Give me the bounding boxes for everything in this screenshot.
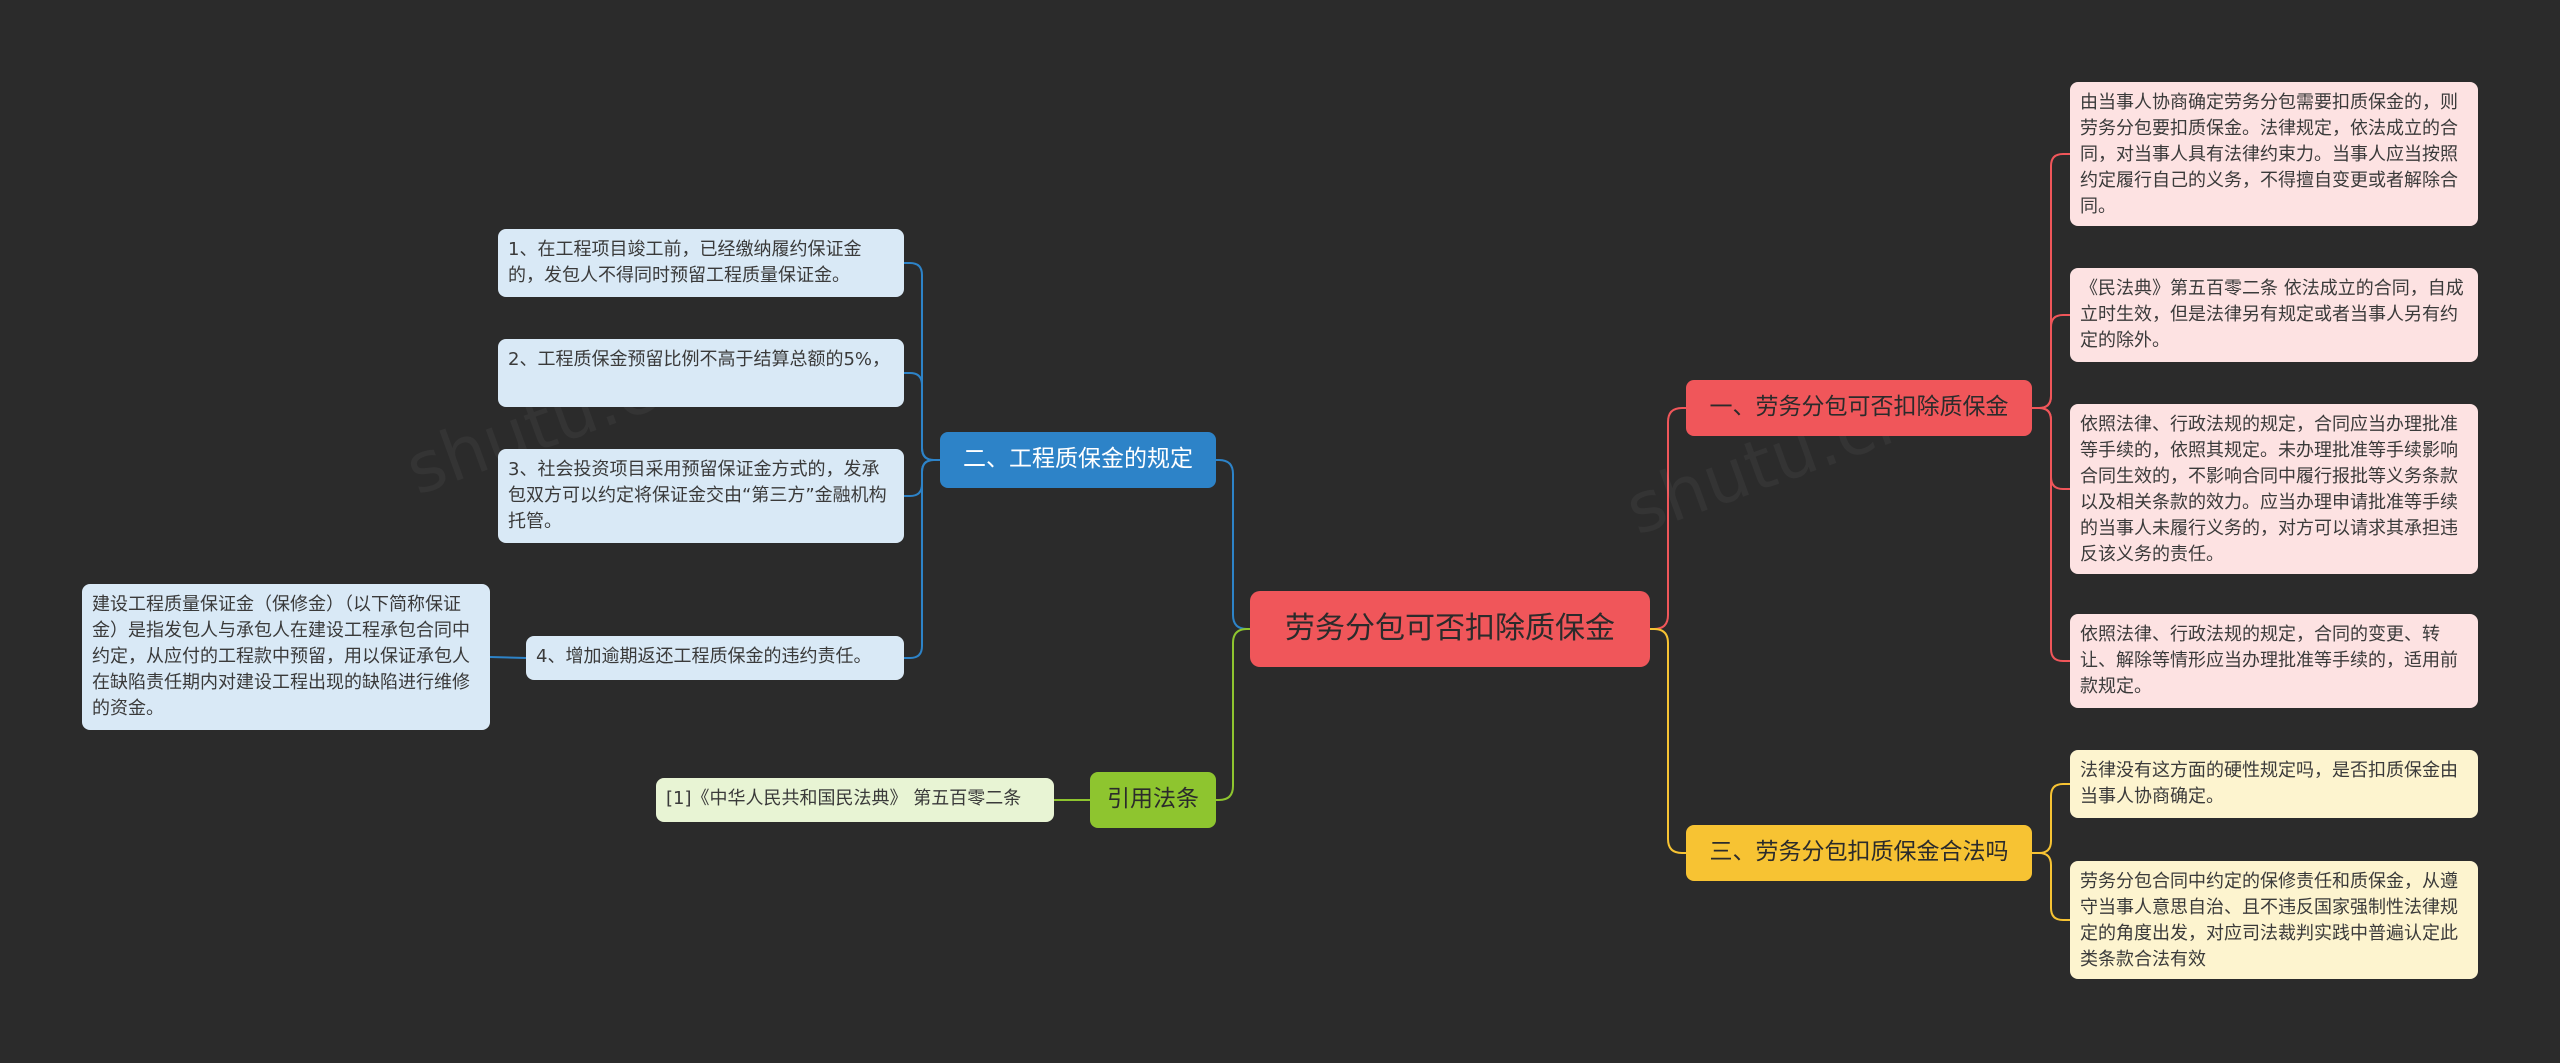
connector-line [2032, 852, 2070, 921]
leaf-topic[interactable]: 依照法律、行政法规的规定，合同应当办理批准等手续的，依照其规定。未办理批准等手续… [2070, 404, 2478, 574]
leaf-topic[interactable]: 4、增加逾期返还工程质保金的违约责任。 [526, 636, 904, 680]
connector-line [489, 656, 527, 659]
leaf-topic[interactable]: 由当事人协商确定劳务分包需要扣质保金的，则劳务分包要扣质保金。法律规定，依法成立… [2070, 82, 2478, 226]
connector-line [1650, 407, 1686, 630]
connector-line [1216, 459, 1250, 630]
root-topic[interactable]: 劳务分包可否扣除质保金 [1250, 591, 1650, 667]
sub-leaf-topic[interactable]: 建设工程质量保证金（保修金）（以下简称保证金）是指发包人与承包人在建设工程承包合… [82, 584, 490, 730]
connector-line [2032, 314, 2070, 409]
connector-line [904, 372, 940, 461]
leaf-topic[interactable]: [1]《中华人民共和国民法典》 第五百零二条 [656, 778, 1054, 822]
leaf-topic[interactable]: 法律没有这方面的硬性规定吗，是否扣质保金由当事人协商确定。 [2070, 750, 2478, 818]
branch-topic-2[interactable]: 二、工程质保金的规定 [940, 432, 1216, 488]
branch-topic-3[interactable]: 三、劳务分包扣质保金合法吗 [1686, 825, 2032, 881]
connector-line [1650, 628, 1686, 854]
branch-topic-4[interactable]: 引用法条 [1090, 772, 1216, 828]
connector-line [2032, 783, 2070, 854]
leaf-topic[interactable]: 依照法律、行政法规的规定，合同的变更、转让、解除等情形应当办理批准等手续的，适用… [2070, 614, 2478, 708]
leaf-topic[interactable]: 1、在工程项目竣工前，已经缴纳履约保证金的，发包人不得同时预留工程质量保证金。 [498, 229, 904, 297]
leaf-topic[interactable]: 3、社会投资项目采用预留保证金方式的，发承包双方可以约定将保证金交由“第三方”金… [498, 449, 904, 543]
connector-line [904, 459, 940, 659]
connector-line [1216, 628, 1250, 801]
leaf-topic[interactable]: 《民法典》第五百零二条 依法成立的合同，自成立时生效，但是法律另有规定或者当事人… [2070, 268, 2478, 362]
connector-line [2032, 407, 2070, 662]
leaf-topic[interactable]: 劳务分包合同中约定的保修责任和质保金，从遵守当事人意思自治、且不违反国家强制性法… [2070, 861, 2478, 979]
leaf-topic[interactable]: 2、工程质保金预留比例不高于结算总额的5%， [498, 339, 904, 407]
branch-topic-1[interactable]: 一、劳务分包可否扣除质保金 [1686, 380, 2032, 436]
